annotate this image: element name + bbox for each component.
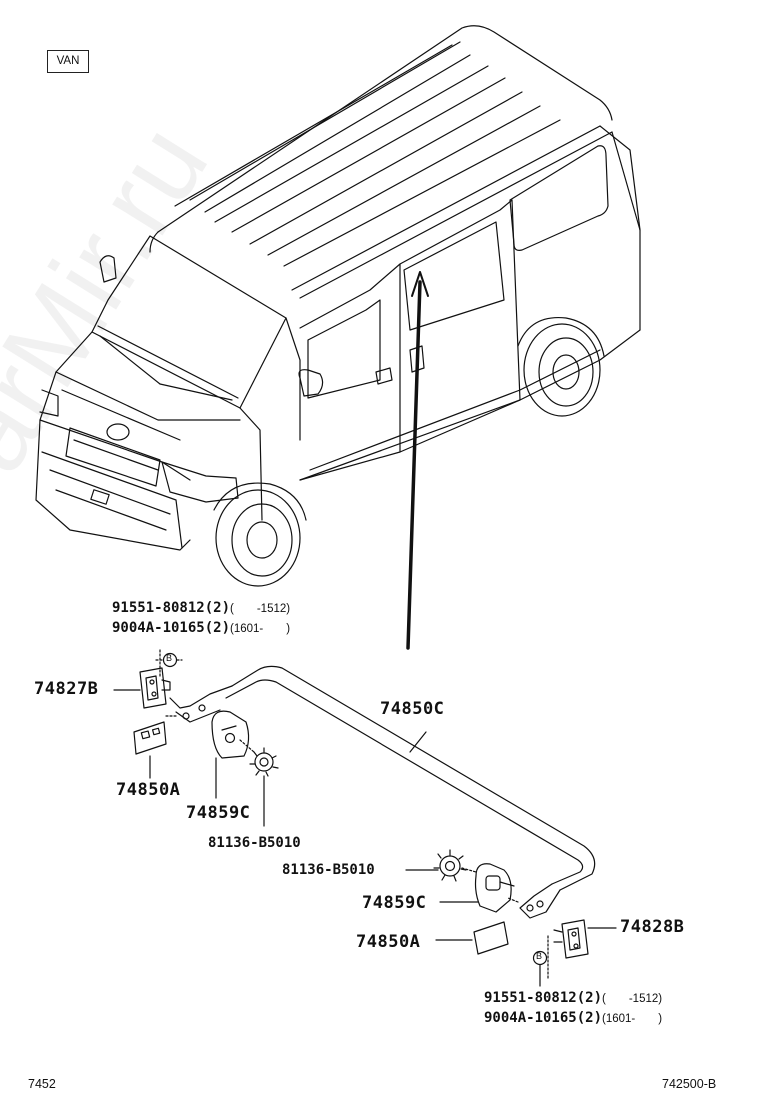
bolt-ref-lower-line2: 9004A-10165(2)(1601- ) xyxy=(484,1007,662,1026)
bolt-range: (1601- ) xyxy=(602,1013,663,1025)
bolt-range: ( -1512) xyxy=(602,993,663,1005)
label-74850C: 74850C xyxy=(380,699,445,719)
bolt-callout-b-lower xyxy=(532,950,548,987)
label-74850A-right: 74850A xyxy=(356,932,421,952)
callout-b-upper-letter: B xyxy=(166,653,173,663)
variant-badge: VAN xyxy=(47,50,89,73)
van-illustration xyxy=(35,25,641,587)
label-74828B: 74828B xyxy=(620,917,685,937)
label-74827B: 74827B xyxy=(34,679,99,699)
bolt-ref-lower-line1: 91551-80812(2)( -1512) xyxy=(484,987,662,1006)
label-74850A-left: 74850A xyxy=(116,780,181,800)
label-74859C-right: 74859C xyxy=(362,893,427,913)
gear-81136-left xyxy=(239,739,279,827)
label-81136-right: 81136-B5010 xyxy=(282,862,375,878)
bolt-qty: (2) xyxy=(204,600,231,616)
damper-74859C-right xyxy=(439,863,515,913)
bolt-part-number: 91551-80812 xyxy=(112,600,205,616)
location-arrow xyxy=(406,271,429,650)
bolt-part-number: 9004A-10165 xyxy=(484,1010,577,1026)
bolt-range: (1601- ) xyxy=(230,623,291,635)
footer-section-code: 7452 xyxy=(28,1077,56,1091)
bolt-part-number: 91551-80812 xyxy=(484,990,577,1006)
bolt-ref-upper-line2: 9004A-10165(2)(1601- ) xyxy=(112,617,290,636)
bolt-qty: (2) xyxy=(204,620,231,636)
callout-b-lower-letter: B xyxy=(536,951,543,961)
hinge-plate-74827B xyxy=(113,667,171,709)
bolt-range: ( -1512) xyxy=(230,603,291,615)
bolt-qty: (2) xyxy=(576,1010,603,1026)
gear-81136-right xyxy=(405,849,477,882)
torsion-bar-74850C xyxy=(225,665,596,891)
hinge-arm-right xyxy=(507,883,561,919)
footer-figure-code: 742500-B xyxy=(662,1077,717,1091)
bolt-qty: (2) xyxy=(576,990,603,1006)
bolt-ref-upper-line1: 91551-80812(2)( -1512) xyxy=(112,597,290,616)
pad-74850A-left xyxy=(133,721,167,779)
pad-74850A-right xyxy=(435,921,509,955)
damper-74859C-left xyxy=(211,710,250,799)
hinge-arm-left xyxy=(165,685,233,723)
hinge-plate-74828B xyxy=(547,919,617,979)
label-74859C-left: 74859C xyxy=(186,803,251,823)
label-81136-left: 81136-B5010 xyxy=(208,835,301,851)
bolt-callout-b-upper xyxy=(155,649,183,679)
bolt-part-number: 9004A-10165 xyxy=(112,620,205,636)
